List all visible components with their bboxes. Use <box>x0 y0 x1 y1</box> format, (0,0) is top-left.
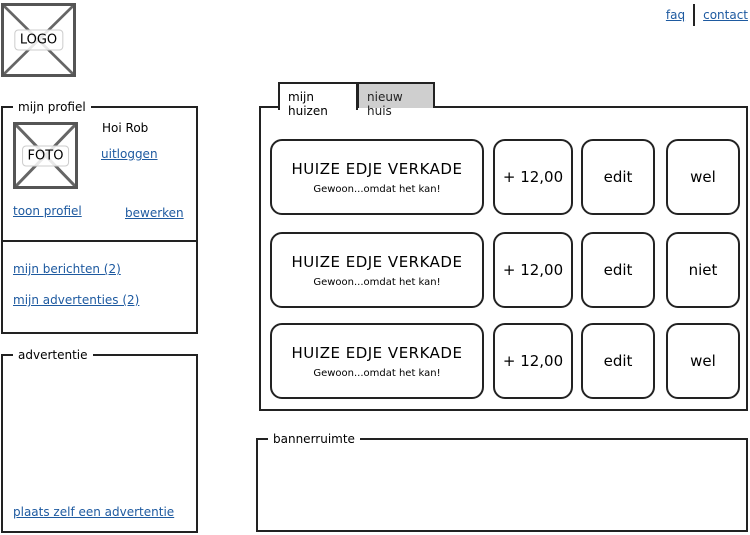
house-title-card[interactable]: HUIZE EDJE VERKADE Gewoon...omdat het ka… <box>270 232 484 308</box>
house-title-card[interactable]: HUIZE EDJE VERKADE Gewoon...omdat het ka… <box>270 139 484 215</box>
logout-link[interactable]: uitloggen <box>101 147 158 161</box>
house-price: + 12,00 <box>493 323 573 399</box>
tab-new-house[interactable]: nieuw huis <box>357 82 435 118</box>
messages-panel: mijn berichten (2) mijn advertenties (2) <box>1 240 198 334</box>
profile-legend: mijn profiel <box>13 99 91 115</box>
my-ads-link[interactable]: mijn advertenties (2) <box>13 293 140 307</box>
faq-link[interactable]: faq <box>665 8 686 22</box>
house-row: HUIZE EDJE VERKADE Gewoon...omdat het ka… <box>270 323 740 399</box>
tab-my-houses[interactable]: mijn huizen <box>278 82 358 118</box>
house-price: + 12,00 <box>493 139 573 215</box>
my-messages-link[interactable]: mijn berichten (2) <box>13 262 121 276</box>
house-name: HUIZE EDJE VERKADE <box>291 159 463 178</box>
house-tagline: Gewoon...omdat het kan! <box>313 183 441 195</box>
photo-placeholder: FOTO <box>13 122 78 189</box>
advert-legend: advertentie <box>13 347 93 363</box>
house-price: + 12,00 <box>493 232 573 308</box>
logo-label: LOGO <box>13 29 64 51</box>
banner-panel: bannerruimte <box>256 431 748 532</box>
edit-profile-link[interactable]: bewerken <box>125 206 184 220</box>
photo-label: FOTO <box>21 145 70 166</box>
tab-new-house-label: nieuw huis <box>367 90 403 118</box>
greeting: Hoi Rob <box>102 121 149 135</box>
house-name: HUIZE EDJE VERKADE <box>291 343 463 362</box>
edit-button[interactable]: edit <box>581 139 655 215</box>
house-row: HUIZE EDJE VERKADE Gewoon...omdat het ka… <box>270 232 740 308</box>
advert-panel: advertentie plaats zelf een advertentie <box>1 347 198 533</box>
edit-button[interactable]: edit <box>581 232 655 308</box>
top-links: faq contact <box>666 4 748 26</box>
show-profile-link[interactable]: toon profiel <box>13 204 82 218</box>
logo-placeholder: LOGO <box>1 3 76 77</box>
house-tagline: Gewoon...omdat het kan! <box>313 367 441 379</box>
contact-link[interactable]: contact <box>703 8 748 22</box>
house-name: HUIZE EDJE VERKADE <box>291 252 463 271</box>
tab-my-houses-label: mijn huizen <box>288 90 328 118</box>
profile-panel: mijn profiel FOTO Hoi Rob uitloggen toon… <box>1 99 198 242</box>
edit-button[interactable]: edit <box>581 323 655 399</box>
status-button[interactable]: wel <box>666 323 740 399</box>
house-row: HUIZE EDJE VERKADE Gewoon...omdat het ka… <box>270 139 740 215</box>
house-title-card[interactable]: HUIZE EDJE VERKADE Gewoon...omdat het ka… <box>270 323 484 399</box>
house-tagline: Gewoon...omdat het kan! <box>313 276 441 288</box>
status-button[interactable]: niet <box>666 232 740 308</box>
place-ad-link[interactable]: plaats zelf een advertentie <box>13 505 175 519</box>
banner-legend: bannerruimte <box>268 431 360 447</box>
houses-panel: HUIZE EDJE VERKADE Gewoon...omdat het ka… <box>259 106 748 411</box>
link-separator <box>693 4 696 26</box>
status-button[interactable]: wel <box>666 139 740 215</box>
